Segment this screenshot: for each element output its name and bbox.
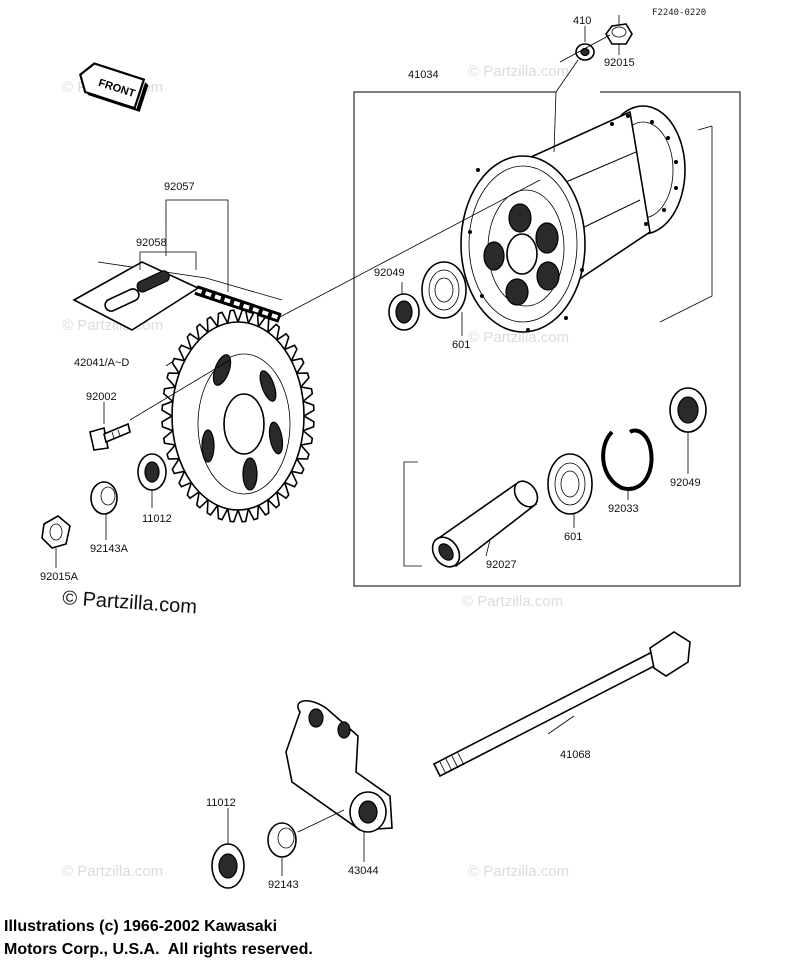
part-labels: 410 92015 41034 92057 92058 42041/A~D 92… (40, 15, 701, 891)
collar-92143A (90, 481, 118, 515)
label-92015A: 92015A (40, 571, 79, 583)
circlip-92033 (601, 428, 654, 491)
copyright-line-1: Illustrations (c) 1966-2002 Kawasaki (4, 918, 278, 935)
collar-11012-a (137, 453, 167, 491)
label-92015: 92015 (604, 57, 635, 69)
label-92058: 92058 (136, 237, 167, 249)
spacer-92027 (431, 480, 539, 568)
oil-seal-92049-right (669, 387, 707, 433)
front-arrow-icon (79, 62, 149, 112)
bearing-601-mid (547, 453, 593, 515)
watermark: © Partzilla.com (468, 329, 569, 346)
watermark: © Partzilla.com (62, 863, 163, 880)
oil-seal-92049-top (388, 293, 420, 331)
label-410: 410 (573, 15, 591, 27)
label-92049-top: 92049 (374, 267, 405, 279)
diagram-code: F2240-0220 (652, 8, 706, 18)
sprocket-42041 (161, 309, 315, 523)
label-92002: 92002 (86, 391, 117, 403)
bolt-92002 (89, 422, 131, 451)
label-601-top: 601 (452, 339, 470, 351)
label-92143: 92143 (268, 879, 299, 891)
label-92143A: 92143A (90, 543, 129, 555)
label-92049-right: 92049 (670, 477, 701, 489)
label-92027: 92027 (486, 559, 517, 571)
hub-assembly-box (353, 91, 741, 587)
watermark: © Partzilla.com (462, 593, 563, 610)
caliper-bracket-43044 (285, 700, 393, 833)
watermark: © Partzilla.com (468, 863, 569, 880)
nut-92015A (41, 515, 71, 549)
label-41068: 41068 (560, 749, 591, 761)
label-43044: 43044 (348, 865, 379, 877)
label-601-mid: 601 (564, 531, 582, 543)
label-92033: 92033 (608, 503, 639, 515)
rear-hub (460, 105, 713, 333)
label-92057: 92057 (164, 181, 195, 193)
copyright-notice: Illustrations (c) 1966-2002 Kawasaki Mot… (4, 915, 313, 961)
collar-92143 (267, 822, 297, 858)
label-41034: 41034 (408, 69, 439, 81)
washer-410 (575, 43, 595, 61)
master-link-92058 (72, 261, 200, 331)
nut-92015 (605, 23, 633, 45)
collar-11012-b (211, 843, 245, 889)
watermark: © Partzilla.com (468, 63, 569, 80)
label-11012-a: 11012 (142, 513, 172, 525)
axle-41068 (432, 631, 691, 778)
label-42041: 42041/A~D (74, 357, 129, 369)
bearing-601-top (421, 261, 467, 319)
copyright-line-2: Motors Corp., U.S.A. All rights reserved… (4, 941, 313, 958)
label-11012-b: 11012 (206, 797, 236, 809)
leader-lines (55, 179, 689, 568)
watermark-main: © Partzilla.com (62, 587, 198, 618)
